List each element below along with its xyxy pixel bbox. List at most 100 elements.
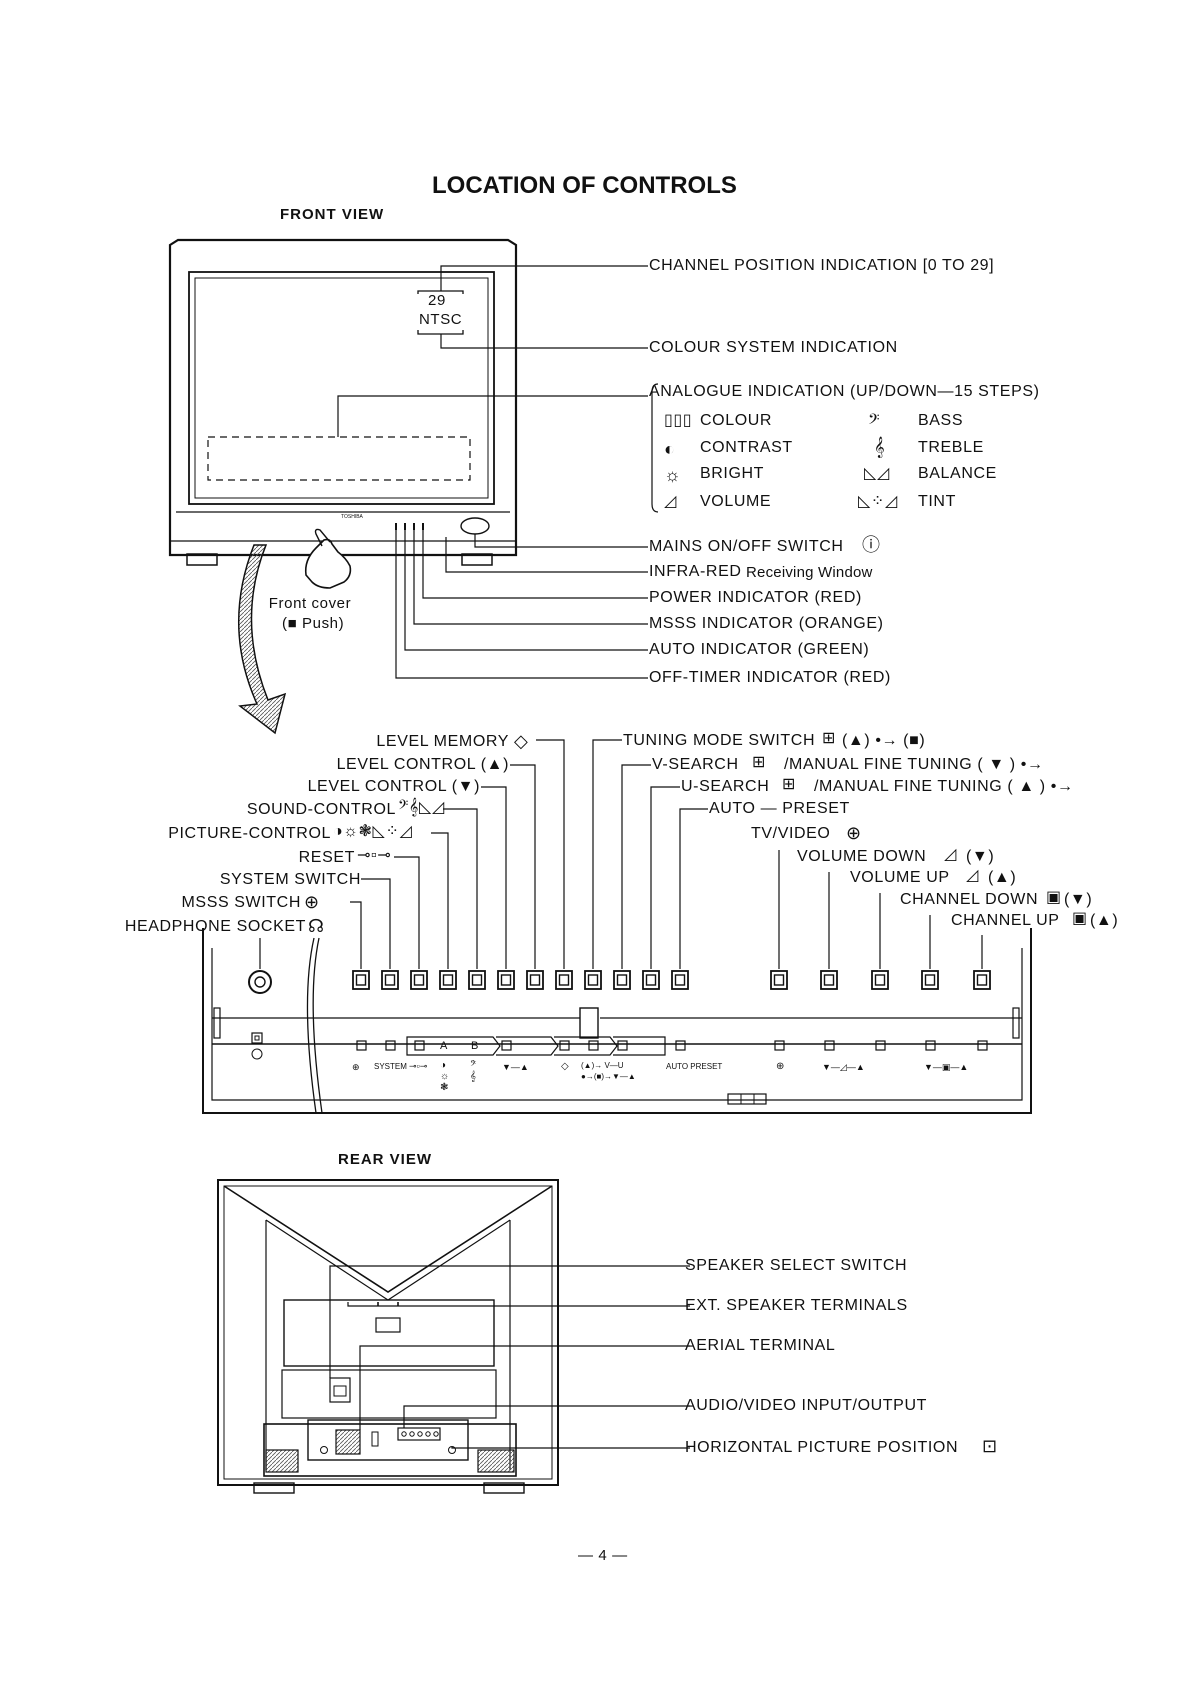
label-system-switch: SYSTEM SWITCH: [219, 871, 361, 888]
panel-print-sound-icons: 𝄢𝄞: [470, 1060, 477, 1082]
panel-print-system: SYSTEM: [374, 1062, 407, 1071]
volume-up-icon: ◿: [966, 867, 979, 884]
label-volume-down: VOLUME DOWN: [797, 848, 927, 865]
tuning-mode-icon: ⊞: [822, 730, 837, 747]
treble-icon: 𝄞: [874, 437, 886, 457]
label-level-down: LEVEL CONTROL (▼): [307, 778, 480, 795]
panel-print-reset-icon: ⊸▫⊸: [409, 1061, 428, 1071]
analogue-treble: TREBLE: [918, 439, 984, 456]
msss-icon: ⊕: [304, 892, 320, 912]
label-sound-control: SOUND-CONTROL: [246, 801, 396, 818]
picture-control-icons: ◑☼❃◺⁘◿: [333, 823, 413, 840]
front-cover-label: Front cover: [268, 595, 352, 612]
label-u-search: U-SEARCH: [681, 778, 770, 795]
label-channel-down-arrow: (▼): [1064, 891, 1093, 908]
label-tuning-mode-sequence: (▲) •→ (■): [842, 732, 926, 749]
label-u-search-fine: /MANUAL FINE TUNING ( ▲ ) •→: [814, 778, 1074, 795]
v-search-icon: ⊞: [752, 754, 767, 771]
upper-button-row: [352, 970, 991, 990]
panel-print-auto-preset: AUTO PRESET: [666, 1062, 723, 1071]
control-panel: [202, 928, 1032, 1114]
label-tuning-mode: TUNING MODE SWITCH: [623, 732, 816, 749]
panel-print-memory-icon: ◇: [561, 1061, 569, 1072]
panel-print-channel: ▼—▣—▲: [924, 1062, 969, 1072]
front-view-heading: FRONT VIEW: [280, 206, 385, 223]
label-headphone-socket: HEADPHONE SOCKET: [124, 918, 306, 935]
callout-offtimer-indicator: OFF-TIMER INDICATOR (RED): [649, 669, 891, 686]
analogue-bass: BASS: [918, 412, 964, 429]
level-memory-icon: ◇: [514, 731, 529, 751]
balance-icon: ◺◿: [864, 465, 890, 482]
label-msss-switch: MSSS SWITCH: [181, 894, 301, 911]
label-level-memory: LEVEL MEMORY: [376, 733, 509, 750]
page-title: LOCATION OF CONTROLS: [432, 172, 737, 199]
screen-colour-system: NTSC: [419, 311, 463, 328]
lower-button-row: [356, 1036, 988, 1056]
callout-infrared-window: Receiving Window: [746, 564, 873, 581]
label-reset: RESET: [298, 849, 355, 866]
u-search-icon: ⊞: [782, 776, 797, 793]
analogue-contrast: CONTRAST: [700, 439, 793, 456]
colour-icon: ▯▯▯: [664, 412, 693, 429]
volume-icon: ◿: [664, 493, 677, 510]
volume-down-icon: ◿: [944, 846, 957, 863]
analogue-colour: COLOUR: [700, 412, 773, 429]
panel-print-u-sequence: ●→(■)→▼—▲: [581, 1072, 636, 1081]
label-picture-control: PICTURE-CONTROL: [168, 825, 331, 842]
panel-print-volume: ▼—◿—▲: [822, 1062, 865, 1072]
panel-leaders: [259, 739, 983, 969]
brand-logo: TOSHIBA: [341, 514, 364, 520]
screen-channel-number: 29: [428, 292, 446, 309]
label-volume-up-arrow: (▲): [988, 869, 1017, 886]
bright-icon: ☼: [664, 465, 682, 485]
panel-print-v-sequence: (▲)→ V—U: [581, 1061, 624, 1070]
callout-speaker-select: SPEAKER SELECT SWITCH: [685, 1257, 908, 1274]
panel-print-picture-icons: ◑☼❃: [440, 1060, 450, 1093]
rear-leaders: [329, 1265, 690, 1449]
push-hand-icon: [304, 538, 352, 589]
callout-msss-indicator: MSSS INDICATOR (ORANGE): [649, 615, 884, 632]
label-channel-up-arrow: (▲): [1090, 912, 1119, 929]
channel-up-icon: ▣: [1072, 910, 1088, 927]
analogue-tint: TINT: [918, 493, 956, 510]
open-cover-arrow: [237, 544, 287, 735]
callout-horizontal-position: HORIZONTAL PICTURE POSITION: [685, 1439, 959, 1456]
rear-view-heading: REAR VIEW: [338, 1151, 433, 1168]
callout-mains-switch: MAINS ON/OFF SWITCH: [649, 538, 844, 555]
reset-icon: ⊸▫⊸: [357, 847, 392, 864]
analogue-balance: BALANCE: [918, 465, 997, 482]
label-channel-down: CHANNEL DOWN: [900, 891, 1039, 908]
panel-print-msss-icon: ⊕: [352, 1062, 360, 1072]
channel-down-icon: ▣: [1046, 889, 1062, 906]
analogue-volume: VOLUME: [700, 493, 772, 510]
front-cover-push-label: (■ Push): [282, 615, 345, 632]
callout-av-io: AUDIO/VIDEO INPUT/OUTPUT: [685, 1397, 927, 1414]
callout-channel-position: CHANNEL POSITION INDICATION [0 TO 29]: [649, 257, 995, 274]
callout-analogue-indication: ANALOGUE INDICATION (UP/DOWN—15 STEPS): [649, 383, 1040, 400]
horizontal-position-icon: ⊡: [982, 1436, 998, 1456]
label-v-search-fine: /MANUAL FINE TUNING ( ▼ ) •→: [784, 756, 1044, 773]
label-v-search: V-SEARCH: [652, 756, 739, 773]
front-leaders: [337, 265, 659, 679]
panel-print-down-up: ▼—▲: [502, 1062, 529, 1072]
panel-print-a: A: [440, 1040, 448, 1052]
panel-print-tv-video-icon: ⊕: [776, 1061, 785, 1072]
label-volume-up: VOLUME UP: [850, 869, 950, 886]
label-tv-video: TV/VIDEO: [751, 825, 831, 842]
front-view-tv: TOSHIBA: [168, 238, 518, 589]
sound-control-icons: 𝄢𝄞◺◿: [398, 799, 445, 816]
callout-auto-indicator: AUTO INDICATOR (GREEN): [649, 641, 870, 658]
tv-video-icon: ⊕: [846, 823, 862, 843]
label-volume-down-arrow: (▼): [966, 848, 995, 865]
page-number: — 4 —: [578, 1547, 628, 1564]
callout-power-indicator: POWER INDICATOR (RED): [649, 589, 862, 606]
callout-colour-system: COLOUR SYSTEM INDICATION: [649, 339, 898, 356]
label-channel-up: CHANNEL UP: [951, 912, 1060, 929]
callout-ext-speaker: EXT. SPEAKER TERMINALS: [685, 1297, 908, 1314]
callout-aerial-terminal: AERIAL TERMINAL: [685, 1337, 836, 1354]
headphone-icon: ☊: [308, 916, 325, 936]
analogue-bright: BRIGHT: [700, 465, 765, 482]
contrast-icon: ◐: [664, 439, 676, 459]
tint-icon: ◺⁘◿: [858, 493, 898, 510]
